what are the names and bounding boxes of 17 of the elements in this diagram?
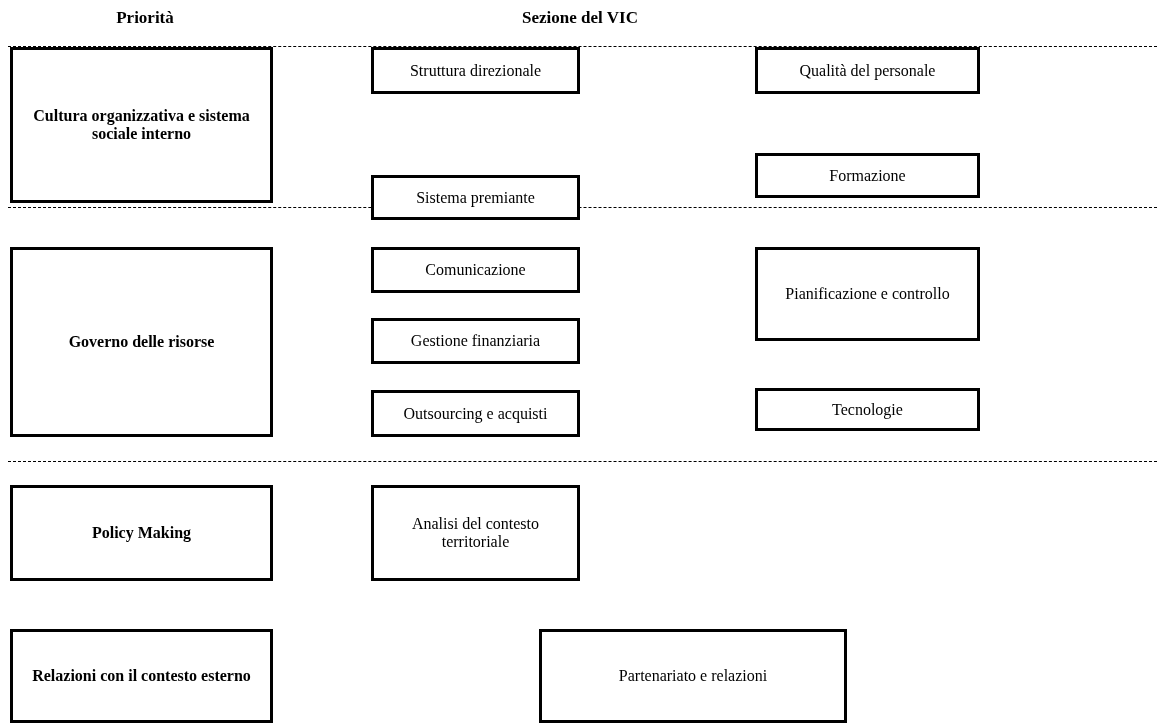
column-heading: Sezione del VIC	[522, 8, 638, 28]
section-box: Pianificazione e controllo	[755, 247, 980, 341]
section-box: Comunicazione	[371, 247, 580, 293]
section-box: Qualità del personale	[755, 47, 980, 94]
section-box: Tecnologie	[755, 388, 980, 431]
section-box: Sistema premiante	[371, 175, 580, 220]
section-box: Outsourcing e acquisti	[371, 390, 580, 437]
column-heading: Priorità	[116, 8, 174, 28]
section-box: Gestione finanziaria	[371, 318, 580, 364]
priority-box: Governo delle risorse	[10, 247, 273, 437]
priority-box: Relazioni con il contesto esterno	[10, 629, 273, 723]
priority-box: Cultura organizzativa e sistema sociale interno	[10, 47, 273, 203]
section-box: Partenariato e relazioni	[539, 629, 847, 723]
section-box: Analisi del contesto territoriale	[371, 485, 580, 581]
section-box: Formazione	[755, 153, 980, 198]
section-box: Struttura direzionale	[371, 47, 580, 94]
priority-box: Policy Making	[10, 485, 273, 581]
